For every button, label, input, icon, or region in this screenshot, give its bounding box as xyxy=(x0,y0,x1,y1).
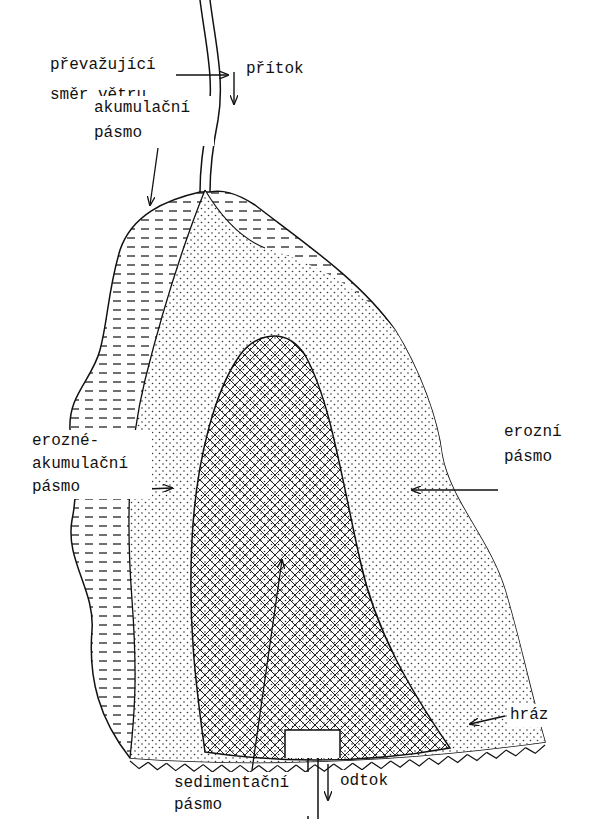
zone-label: erozné-akumulační pásmo xyxy=(30,430,152,499)
dam-tick xyxy=(448,754,467,762)
dam-tick xyxy=(525,745,545,753)
dam-tick xyxy=(391,760,410,768)
outflow-arrow xyxy=(327,764,328,800)
dam-tick xyxy=(506,748,525,756)
leader-arrow xyxy=(252,560,282,770)
dam-tick xyxy=(296,765,315,772)
dam-tick xyxy=(487,750,506,758)
leader-arrow xyxy=(150,148,158,205)
inflow-arrow xyxy=(233,72,234,104)
outlet xyxy=(285,730,340,758)
outflow-label: odtok xyxy=(338,770,412,793)
dotted-zone xyxy=(129,190,545,762)
dam-tick xyxy=(130,761,148,769)
zone-label: sedimentační pásmo xyxy=(172,772,310,816)
zone-boundary xyxy=(205,190,265,248)
dam-tick xyxy=(353,762,372,770)
dam-tick xyxy=(203,765,221,772)
dam-tick xyxy=(315,764,334,771)
dam-tick xyxy=(429,756,448,764)
dam-tick xyxy=(410,758,429,766)
dam-tick xyxy=(148,762,166,770)
dam-ticks xyxy=(130,745,545,772)
dotted-zone xyxy=(129,190,545,762)
leader-arrow xyxy=(412,489,498,490)
zone-label: akumulační pásmo xyxy=(92,96,214,146)
sedimentation-zone xyxy=(191,336,450,760)
dam-tick xyxy=(185,764,203,771)
zone-label: erozní pásmo xyxy=(502,420,586,470)
dam-tick xyxy=(467,752,486,760)
leader-arrow xyxy=(470,716,505,724)
dam-tick xyxy=(372,761,391,769)
dam-label: hráz xyxy=(508,704,572,727)
inflow-label: přítok xyxy=(244,58,328,81)
dam-tick xyxy=(166,763,184,770)
